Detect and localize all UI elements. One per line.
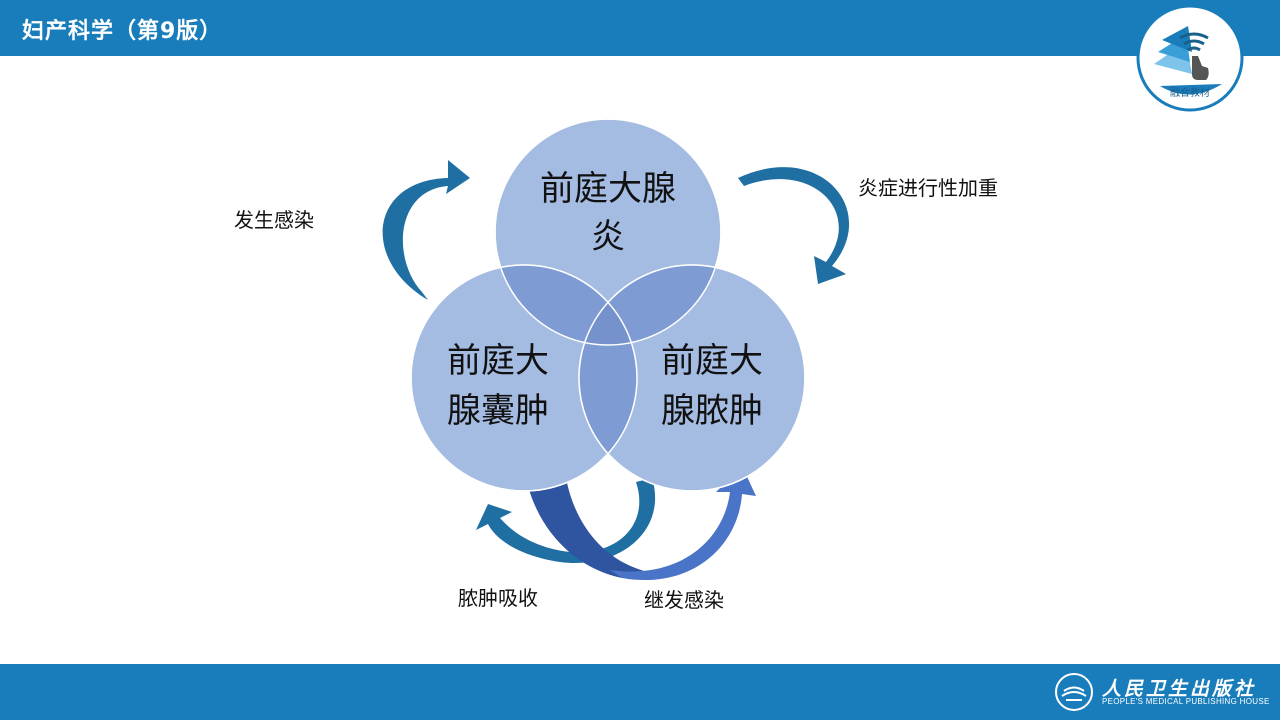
node-bartholinitis-line2: 炎 <box>591 217 625 257</box>
label-secondary-infection: 继发感染 <box>644 588 724 612</box>
label-infection: 发生感染 <box>234 208 314 232</box>
node-cyst-line1: 前庭大 <box>447 341 549 381</box>
arrow-secondary-infection-navy <box>528 478 648 578</box>
fusion-textbook-badge: 融合教材 <box>1136 4 1244 112</box>
bottom-bar <box>0 664 1280 720</box>
label-abscess-absorption: 脓肿吸收 <box>458 586 538 610</box>
node-abscess-line1: 前庭大 <box>661 341 763 381</box>
publisher-logo-icon <box>1055 673 1093 711</box>
arrow-infection-left <box>382 160 470 300</box>
badge-text: 融合教材 <box>1170 86 1210 99</box>
top-bar <box>0 0 1280 56</box>
node-cyst-line2: 腺囊肿 <box>447 391 549 431</box>
arrow-inflammation-right <box>738 167 850 284</box>
label-inflammation-worsening: 炎症进行性加重 <box>858 176 998 200</box>
publisher-name-cn: 人民卫生出版社 <box>1102 678 1257 700</box>
node-abscess-line2: 腺脓肿 <box>661 391 763 431</box>
book-title: 妇产科学（第9版） <box>22 19 223 44</box>
arrow-abscess-absorption <box>476 478 656 564</box>
publisher-name-en: PEOPLE'S MEDICAL PUBLISHING HOUSE <box>1102 697 1270 706</box>
node-bartholinitis-line1: 前庭大腺 <box>540 169 676 209</box>
